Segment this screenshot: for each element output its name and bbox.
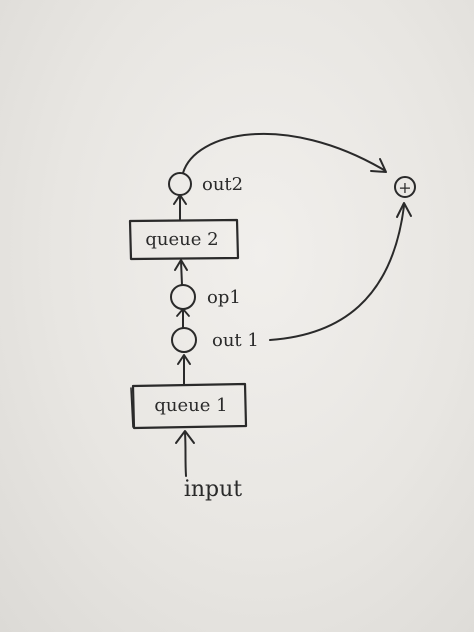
arrow-input-to-queue1 (175, 430, 195, 477)
arrow-queue2-to-out2 (173, 194, 187, 221)
arrow-out1-to-op1 (176, 308, 190, 329)
queue1-box: queue 1 (130, 382, 248, 430)
out1-label: out 1 (212, 330, 259, 351)
queue2-box: queue 2 (128, 218, 240, 261)
op1-node: op1 (170, 284, 241, 310)
arrow-op1-to-queue2 (174, 259, 188, 286)
arrow-queue1-to-out1 (177, 354, 191, 385)
input-label: input (184, 477, 242, 502)
add-symbol: + (398, 178, 411, 197)
arrow-out2-to-add (182, 132, 387, 174)
out2-label: out2 (202, 174, 243, 195)
arrow-out1-to-add (269, 202, 412, 341)
op1-label: op1 (207, 287, 241, 308)
queue1-label: queue 1 (154, 395, 227, 416)
queue2-label: queue 2 (145, 229, 218, 250)
out2-node: out2 (168, 172, 243, 196)
add-node: + (394, 176, 416, 198)
out1-node: out 1 (171, 327, 259, 353)
